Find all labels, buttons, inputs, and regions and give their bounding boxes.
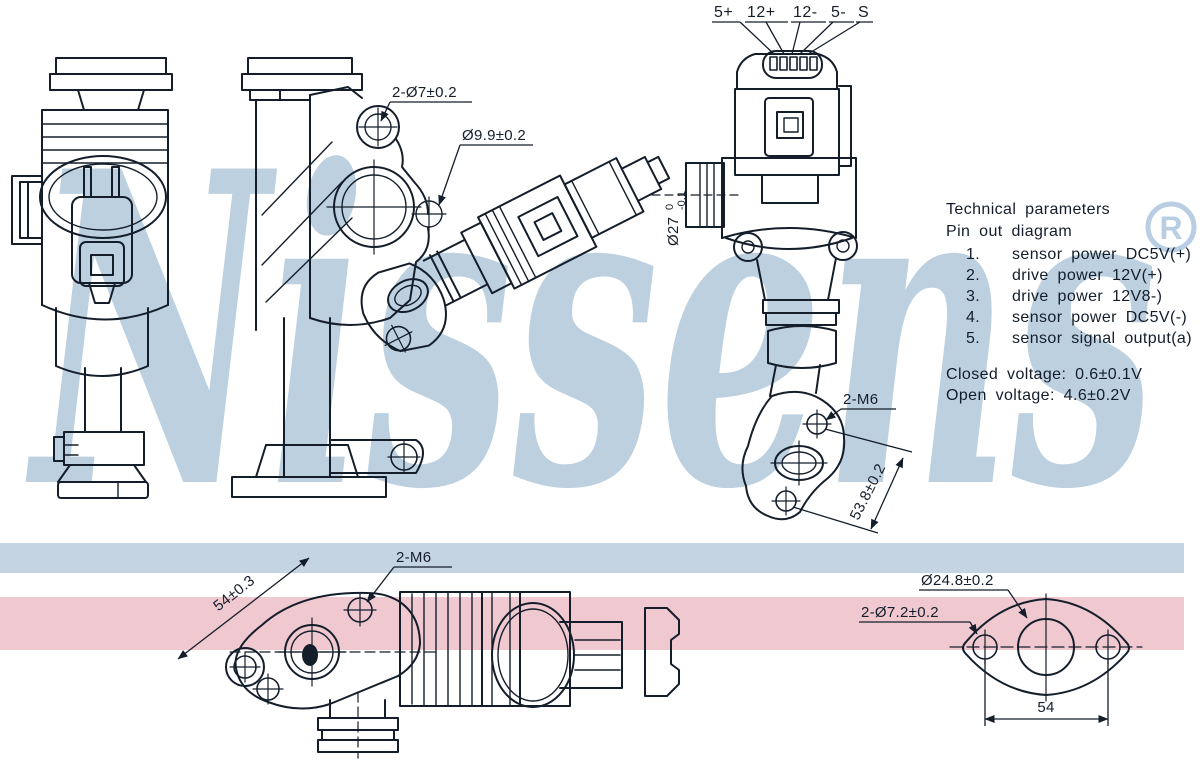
pin2-num: 2.: [966, 267, 980, 284]
view-flange: [949, 593, 1143, 702]
dim-rear-port-tol-upper: 0: [664, 204, 676, 210]
pin5-desc: sensor signal output(a): [1012, 330, 1192, 347]
pin1-desc: sensor power DC5V(+): [1012, 246, 1191, 263]
pin1-num: 1.: [966, 246, 980, 263]
technical-parameters: Technical parameters Pin out diagram 1. …: [946, 201, 1192, 404]
pin-label-5minus: 5-: [831, 4, 846, 21]
pin-label-12minus: 12-: [793, 4, 818, 21]
dim-rear-thread-leader: [825, 408, 896, 421]
view-rear: [651, 50, 858, 521]
pin5-num: 5.: [966, 330, 980, 347]
pin-label-leaders: [712, 21, 873, 55]
pin2-desc: drive power 12V(+): [1012, 267, 1163, 284]
pin4-num: 4.: [966, 309, 980, 326]
pin3-num: 3.: [966, 288, 980, 305]
dim-flange-pitch: [984, 660, 1109, 726]
dim-bottom-thread-label: 2-M6: [396, 549, 431, 566]
dim-flange-bore-label: Ø24.8±0.2: [921, 572, 994, 589]
dim-flange-bore-leader: [919, 589, 1028, 619]
dim-bottom-thread-leader: [366, 566, 452, 603]
tech-title: Technical parameters: [946, 201, 1110, 218]
dimension-lines: [177, 21, 1109, 726]
dim-flange-pitch-label: 54: [1037, 699, 1054, 716]
pin3-desc: drive power 12V8-): [1012, 288, 1162, 305]
dim-bottom-span: [177, 557, 310, 660]
view-side: [231, 57, 447, 498]
dim-rear-port-dia: Ø27: [665, 217, 682, 246]
dim-rear-port-tol-lower: -0.1: [676, 191, 688, 210]
dim-side-port-leader: [438, 144, 533, 206]
closed-voltage: Closed voltage: 0.6±0.1V: [946, 366, 1142, 383]
dim-rear-flange-span: [792, 428, 913, 534]
dim-side-holes-leader: [380, 101, 472, 122]
pin4-desc: sensor power DC5V(-): [1012, 309, 1187, 326]
registered-trademark-icon: R: [1145, 201, 1197, 253]
dim-side-holes-label: 2-Ø7±0.2: [392, 84, 457, 101]
dim-rear-port-label: Ø27 0 -0.1: [664, 191, 688, 246]
pin-label-5plus: 5+: [714, 4, 733, 21]
registered-r: R: [1159, 210, 1182, 246]
pin-label-s: S: [858, 4, 869, 21]
line-art: [11, 50, 1143, 759]
tech-subtitle: Pin out diagram: [946, 223, 1072, 240]
watermark-text: Nissens: [24, 79, 1157, 584]
nissens-watermark: Nissens R: [24, 79, 1197, 584]
pink-band: [0, 597, 1184, 650]
dim-flange-holes-label: 2-Ø7.2±0.2: [861, 604, 939, 621]
dim-rear-thread-label: 2-M6: [843, 391, 878, 408]
dim-flange-holes-leader: [859, 621, 978, 635]
view-tilted: [360, 155, 671, 353]
open-voltage: Open voltage: 4.6±0.2V: [946, 387, 1131, 404]
view-front: [11, 57, 173, 499]
dim-side-port-label: Ø9.9±0.2: [462, 127, 526, 144]
pin-label-12plus: 12+: [747, 4, 776, 21]
